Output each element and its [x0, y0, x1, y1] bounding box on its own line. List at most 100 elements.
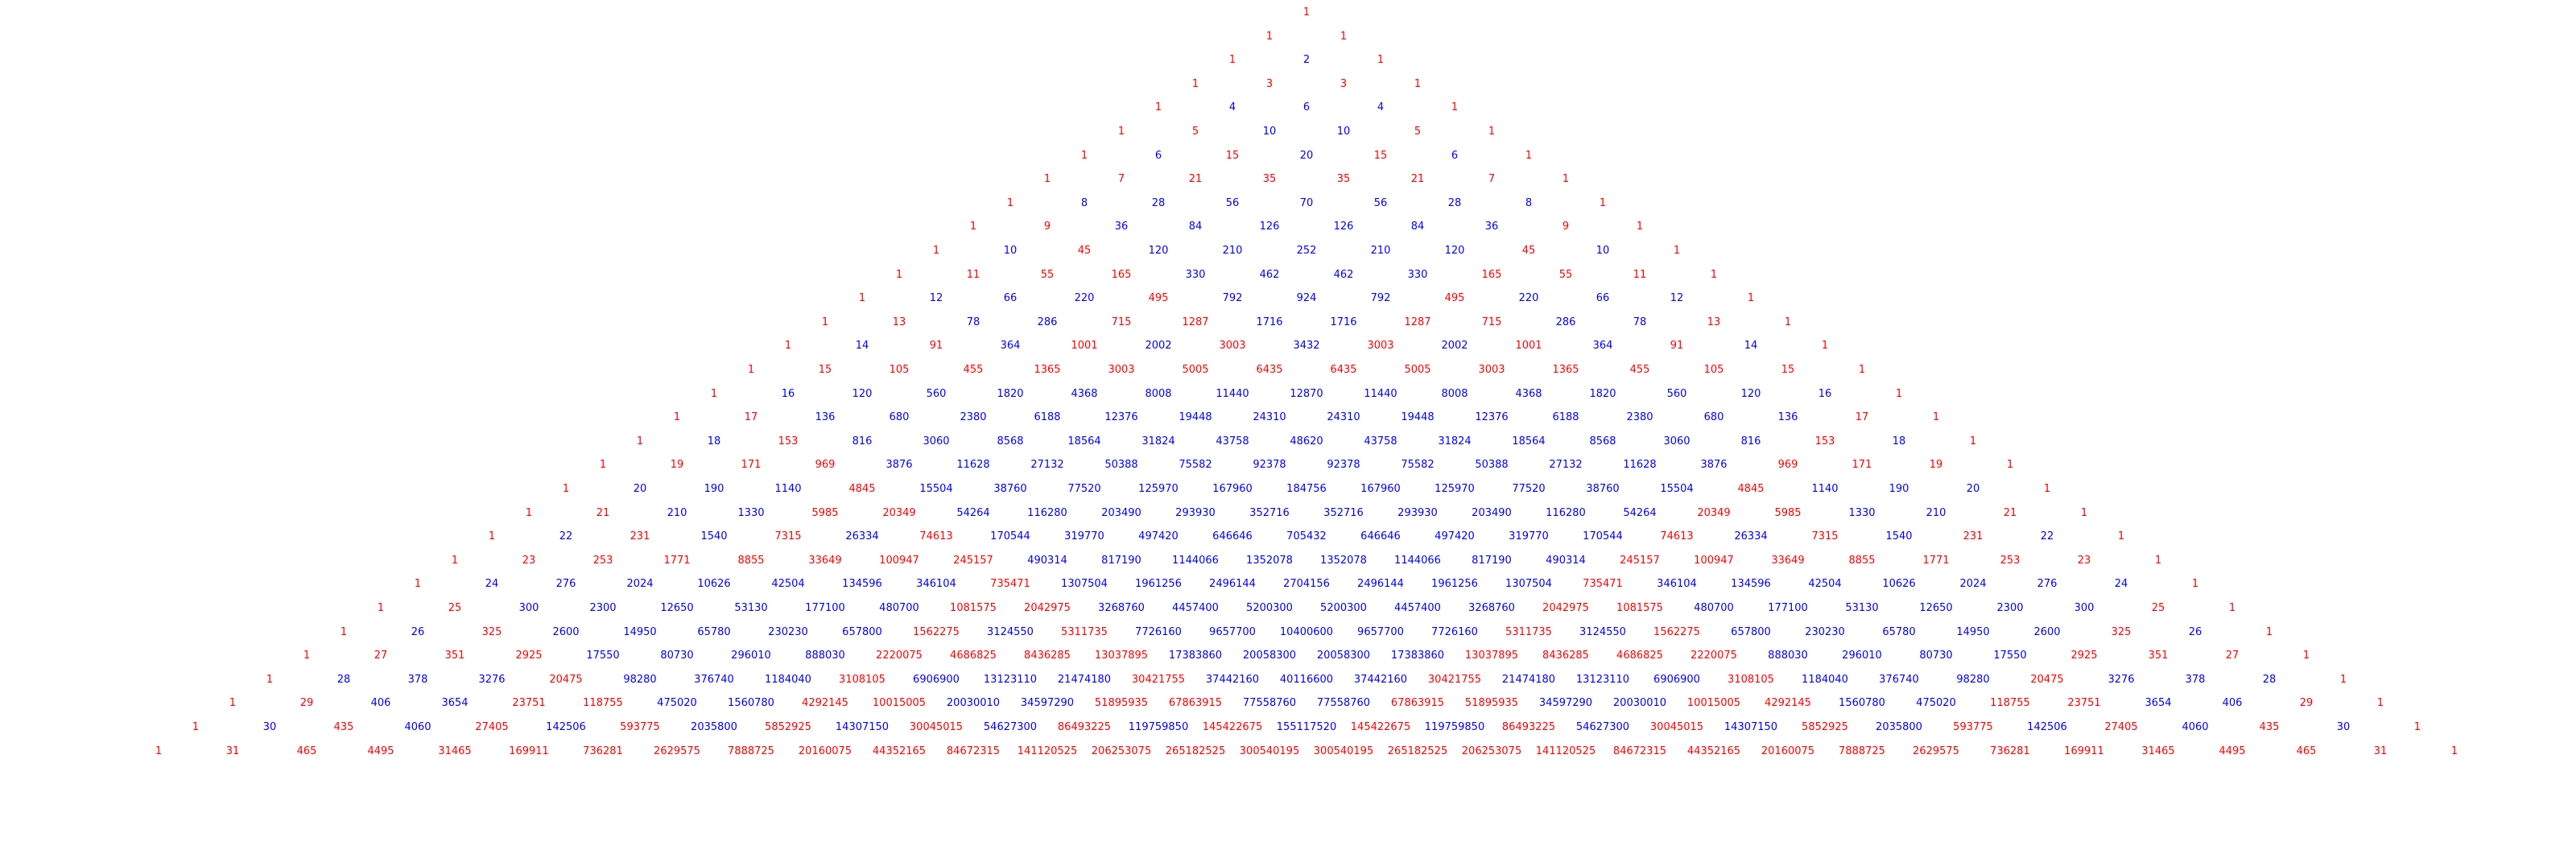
triangle-cell: 24: [2114, 578, 2128, 591]
triangle-cell: 56: [1225, 196, 1240, 209]
triangle-cell: 296010: [731, 650, 771, 662]
triangle-cell: 119759850: [1424, 721, 1485, 733]
triangle-cell: 1: [562, 483, 570, 495]
triangle-cell: 1: [1340, 30, 1348, 43]
triangle-cell: 16: [781, 387, 795, 400]
triangle-cell: 25: [2151, 602, 2165, 614]
triangle-cell: 5: [1191, 126, 1199, 138]
triangle-cell: 12870: [1290, 387, 1323, 400]
triangle-cell: 91: [1670, 340, 1684, 353]
triangle-cell: 1365: [1552, 364, 1579, 376]
triangle-cell: 18: [1892, 435, 1906, 448]
triangle-cell: 6906900: [1653, 673, 1700, 686]
triangle-cell: 23751: [512, 697, 546, 710]
triangle-cell: 376740: [694, 673, 734, 686]
triangle-cell: 12650: [660, 602, 694, 614]
triangle-cell: 4: [1377, 101, 1385, 114]
triangle-cell: 66: [1596, 292, 1610, 305]
triangle-cell: 969: [1777, 459, 1798, 472]
triangle-cell: 276: [2037, 578, 2058, 591]
triangle-cell: 4368: [1515, 387, 1542, 400]
triangle-cell: 1: [414, 578, 422, 591]
triangle-cell: 33649: [1771, 554, 1805, 567]
triangle-cell: 26: [411, 625, 425, 638]
triangle-cell: 4495: [367, 745, 394, 757]
triangle-cell: 1: [673, 411, 681, 424]
triangle-cell: 5311735: [1505, 625, 1552, 638]
triangle-cell: 45: [1521, 245, 1536, 257]
triangle-cell: 3876: [1700, 459, 1728, 472]
triangle-cell: 37442160: [1353, 673, 1408, 686]
triangle-cell: 3003: [1219, 340, 1246, 353]
triangle-cell: 29: [2299, 697, 2314, 710]
triangle-cell: 2035800: [1876, 721, 1922, 733]
triangle-cell: 14: [1744, 340, 1758, 353]
triangle-cell: 11: [1633, 268, 1647, 281]
triangle-cell: 330: [1407, 268, 1428, 281]
triangle-cell: 3268760: [1468, 602, 1515, 614]
triangle-cell: 11628: [956, 459, 990, 472]
triangle-cell: 2035800: [691, 721, 737, 733]
triangle-cell: 1560780: [728, 697, 774, 710]
triangle-cell: 1001: [1071, 340, 1098, 353]
triangle-cell: 17383860: [1168, 650, 1223, 662]
triangle-cell: 17550: [1993, 650, 2027, 662]
triangle-cell: 19448: [1401, 411, 1435, 424]
triangle-cell: 3432: [1293, 340, 1320, 353]
triangle-cell: 19: [1929, 459, 1943, 472]
triangle-cell: 169911: [2064, 745, 2104, 757]
triangle-cell: 1540: [1885, 530, 1913, 543]
triangle-cell: 17550: [586, 650, 620, 662]
triangle-cell: 265182525: [1165, 745, 1226, 757]
triangle-cell: 119759850: [1128, 721, 1189, 733]
triangle-cell: 11440: [1216, 387, 1249, 400]
triangle-cell: 5: [1414, 126, 1422, 138]
triangle-cell: 84: [1188, 221, 1203, 233]
triangle-cell: 14307150: [835, 721, 890, 733]
triangle-cell: 3003: [1478, 364, 1505, 376]
triangle-cell: 1081575: [1616, 602, 1663, 614]
triangle-cell: 1: [1414, 77, 1422, 90]
triangle-cell: 4292145: [1765, 697, 1811, 710]
triangle-cell: 560: [926, 387, 947, 400]
triangle-cell: 3654: [2145, 697, 2172, 710]
triangle-cell: 378: [2185, 673, 2206, 686]
triangle-cell: 36: [1114, 221, 1129, 233]
triangle-cell: 125970: [1138, 483, 1179, 495]
triangle-cell: 126: [1259, 221, 1280, 233]
triangle-cell: 165: [1111, 268, 1132, 281]
triangle-cell: 24310: [1327, 411, 1360, 424]
triangle-cell: 7: [1117, 173, 1125, 186]
triangle-cell: 25: [448, 602, 462, 614]
triangle-cell: 1820: [1589, 387, 1616, 400]
triangle-cell: 141120525: [1017, 745, 1078, 757]
triangle-cell: 705432: [1286, 530, 1327, 543]
triangle-cell: 8568: [1589, 435, 1616, 448]
triangle-cell: 817190: [1472, 554, 1512, 567]
triangle-cell: 210: [1370, 245, 1391, 257]
triangle-cell: 2002: [1441, 340, 1468, 353]
triangle-cell: 3003: [1367, 340, 1394, 353]
triangle-cell: 319770: [1509, 530, 1549, 543]
triangle-cell: 1: [2450, 745, 2458, 757]
triangle-cell: 15: [1781, 364, 1795, 376]
triangle-cell: 91: [929, 340, 943, 353]
triangle-cell: 1: [525, 506, 533, 519]
triangle-cell: 27405: [475, 721, 509, 733]
triangle-cell: 21: [2003, 506, 2017, 519]
triangle-cell: 1: [451, 554, 459, 567]
triangle-cell: 4457400: [1172, 602, 1219, 614]
triangle-cell: 1307504: [1061, 578, 1108, 591]
triangle-cell: 1560780: [1839, 697, 1885, 710]
triangle-cell: 210: [1222, 245, 1243, 257]
triangle-cell: 1: [1488, 126, 1496, 138]
triangle-cell: 1: [1228, 54, 1236, 67]
triangle-cell: 19: [670, 459, 684, 472]
triangle-cell: 5852925: [1802, 721, 1848, 733]
triangle-cell: 2925: [2070, 650, 2098, 662]
triangle-cell: 657800: [842, 625, 882, 638]
triangle-cell: 141120525: [1535, 745, 1596, 757]
triangle-cell: 816: [852, 435, 873, 448]
triangle-cell: 84672315: [1612, 745, 1667, 757]
